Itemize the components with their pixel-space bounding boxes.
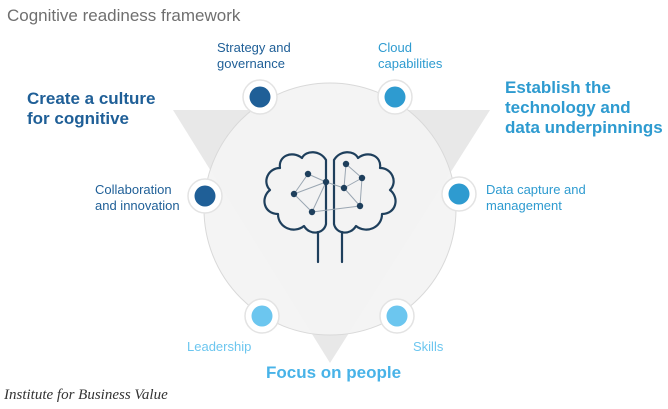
node-collaboration (187, 178, 223, 214)
source-footer: Institute for Business Value (4, 387, 168, 403)
label-skills: Skills (413, 339, 444, 354)
pillar-technology: Establish the technology and data underp… (505, 78, 663, 137)
pillar-people: Focus on people (266, 363, 402, 382)
node-leadership (244, 298, 280, 334)
node-strategy (242, 79, 278, 115)
node-data (441, 176, 477, 212)
pillar-culture: Create a culture for cognitive (27, 89, 156, 128)
brain-network-icon (263, 151, 397, 264)
label-cloud: Cloud capabilities (378, 40, 443, 71)
label-leadership: Leadership (187, 339, 252, 354)
diagram-title: Cognitive readiness framework (7, 6, 241, 25)
node-cloud (377, 79, 413, 115)
label-data: Data capture and management (486, 182, 586, 213)
label-collaboration: Collaboration and innovation (95, 182, 180, 213)
node-skills (379, 298, 415, 334)
label-strategy: Strategy and governance (217, 40, 291, 71)
framework-circle (203, 82, 457, 336)
